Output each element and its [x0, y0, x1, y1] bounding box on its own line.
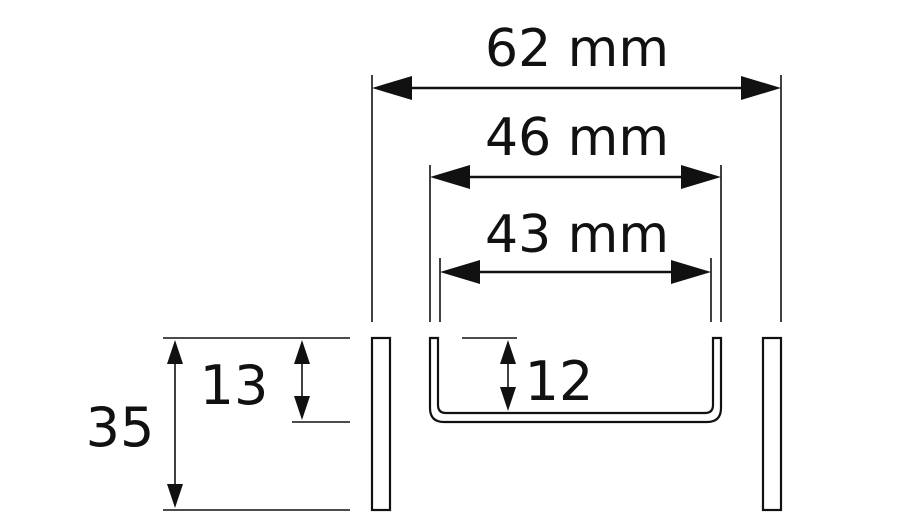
dimension-label-43mm: 43 mm — [485, 205, 669, 265]
arrowhead-bottom — [500, 387, 516, 411]
arrowhead-right — [671, 260, 711, 284]
arrowhead-left — [372, 76, 412, 100]
dimension-label-13: 13 — [200, 354, 269, 417]
left-upright-bar — [370, 336, 392, 512]
arrowhead-top — [167, 340, 183, 364]
right-upright-bar — [761, 336, 783, 512]
arrowhead-right — [741, 76, 781, 100]
dimension-46mm: 46 mm — [429, 108, 722, 322]
dimension-12: 12 — [462, 337, 594, 413]
arrowhead-bottom — [167, 484, 183, 508]
dimension-label-12: 12 — [525, 350, 594, 413]
arrowhead-top — [294, 340, 310, 364]
dimension-label-62mm: 62 mm — [485, 19, 669, 79]
dimension-label-35: 35 — [86, 396, 155, 459]
dimension-35: 35 — [86, 337, 350, 511]
arrowhead-left — [440, 260, 480, 284]
arrowhead-bottom — [294, 396, 310, 420]
arrowhead-top — [500, 340, 516, 364]
dimension-13: 13 — [200, 340, 350, 423]
dimension-62mm: 62 mm — [371, 19, 782, 322]
u-channel — [428, 336, 723, 424]
arrowhead-left — [430, 165, 470, 189]
arrowhead-right — [681, 165, 721, 189]
dimension-43mm: 43 mm — [439, 205, 712, 322]
part-cross-section — [370, 336, 783, 512]
dimension-label-46mm: 46 mm — [485, 108, 669, 168]
